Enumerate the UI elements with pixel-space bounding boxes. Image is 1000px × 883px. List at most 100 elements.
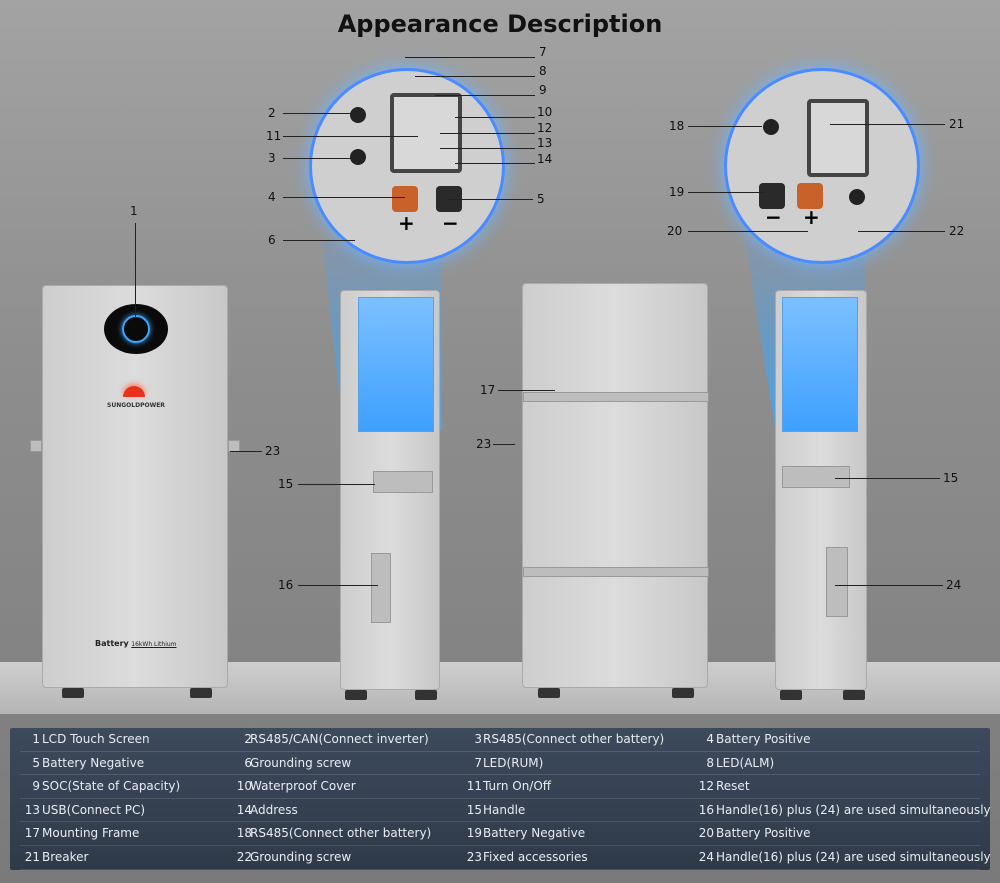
sun-logo-icon — [123, 386, 145, 397]
battery-positive-terminal[interactable] — [392, 186, 418, 212]
foot — [672, 688, 694, 698]
battery-positive-terminal[interactable] — [797, 183, 823, 209]
legend-label: RS485/CAN(Connect inverter) — [250, 732, 429, 746]
callout-1: 1 — [130, 204, 138, 218]
side-panel — [358, 297, 434, 432]
legend-number: 13 — [24, 802, 40, 817]
callout-line — [498, 390, 555, 391]
legend-label: RS485(Connect other battery) — [483, 732, 665, 746]
page-title: Appearance Description — [337, 10, 663, 38]
foot — [62, 688, 84, 698]
callout-8: 8 — [539, 64, 547, 78]
legend-label: Reset — [716, 779, 750, 794]
brand-logo: SUNGOLDPOWER — [107, 402, 165, 409]
callout-line — [688, 231, 808, 232]
callout-13: 13 — [537, 136, 553, 150]
callout-12: 12 — [537, 121, 553, 135]
foot — [190, 688, 212, 698]
legend-label: Waterproof Cover — [250, 779, 356, 794]
rs485-port[interactable] — [763, 119, 779, 135]
handle-15[interactable] — [782, 466, 850, 488]
mounting-frame-lower — [523, 567, 709, 577]
legend-number: 3 — [474, 732, 482, 746]
legend-label: Battery Negative — [42, 755, 145, 770]
minus-sign: − — [765, 205, 782, 229]
callout-15-left: 15 — [278, 477, 294, 491]
legend-label: Handle(16) plus (24) are used simultaneo… — [716, 850, 991, 864]
callout-22: 22 — [949, 224, 965, 238]
legend-number: 16 — [698, 802, 714, 817]
legend-number: 17 — [24, 826, 40, 841]
handle-15[interactable] — [373, 471, 433, 493]
legend-label: LED(ALM) — [716, 755, 775, 770]
legend-label: Address — [250, 802, 298, 817]
callout-line — [298, 585, 378, 586]
legend-number: 12 — [698, 779, 714, 794]
callout-line — [835, 585, 943, 586]
legend-label: Breaker — [42, 850, 89, 864]
callout-line — [405, 57, 535, 58]
legend-number: 2 — [244, 732, 252, 746]
callout-line — [298, 484, 375, 485]
breaker[interactable] — [807, 99, 869, 177]
legend-label: Handle — [483, 802, 526, 817]
callout-19: 19 — [669, 185, 685, 199]
zoom-detail-left: + − — [309, 68, 505, 264]
callout-line — [440, 148, 535, 149]
callout-line — [858, 231, 945, 232]
callout-line — [283, 197, 405, 198]
reset-port — [849, 189, 865, 205]
callout-line — [435, 95, 535, 96]
legend-label: Battery Positive — [716, 732, 811, 746]
zoom-detail-right: − + — [724, 68, 920, 264]
legend-number: 10 — [236, 779, 252, 794]
battery-right-side-view — [775, 290, 867, 690]
legend-label: Turn On/Off — [483, 779, 552, 794]
legend-number: 14 — [236, 802, 252, 817]
callout-20: 20 — [667, 224, 683, 238]
legend-label: Handle(16) plus (24) are used simultaneo… — [716, 802, 991, 817]
legend-label: USB(Connect PC) — [42, 802, 146, 817]
legend-number: 5 — [32, 755, 40, 770]
handle-24[interactable] — [826, 547, 848, 617]
callout-line — [283, 136, 418, 137]
product-label: Battery 16kWh Lithium — [95, 639, 177, 648]
callout-line — [455, 163, 535, 164]
legend-number: 22 — [236, 850, 252, 864]
legend-label: RS485(Connect other battery) — [250, 826, 432, 841]
plus-sign: + — [803, 205, 820, 229]
minus-sign: − — [442, 211, 459, 235]
foot — [843, 690, 865, 700]
mounting-frame — [523, 392, 709, 402]
legend-number: 15 — [466, 802, 482, 817]
callout-4: 4 — [268, 190, 276, 204]
plus-sign: + — [398, 211, 415, 235]
product-label-rest: 16kWh Lithium — [131, 641, 177, 648]
battery-front-view: SUNGOLDPOWER Battery 16kWh Lithium — [42, 285, 228, 688]
legend-number: 7 — [474, 755, 482, 770]
callout-24: 24 — [946, 578, 962, 592]
rs485-can-port[interactable] — [350, 107, 366, 123]
legend-label: LCD Touch Screen — [42, 732, 150, 746]
legend-number: 21 — [24, 850, 40, 864]
battery-negative-terminal[interactable] — [759, 183, 785, 209]
callout-3: 3 — [268, 151, 276, 165]
handle-16[interactable] — [371, 553, 391, 623]
callout-23-front: 23 — [265, 444, 281, 458]
legend-number: 4 — [706, 732, 714, 746]
legend-number: 9 — [32, 779, 40, 794]
rs485-port[interactable] — [350, 149, 366, 165]
fixed-accessory — [30, 440, 42, 452]
callout-7: 7 — [539, 45, 547, 59]
callout-line — [283, 240, 355, 241]
lcd-touch-screen[interactable] — [104, 304, 168, 354]
foot — [415, 690, 437, 700]
legend-label: Battery Positive — [716, 826, 811, 841]
legend-number: 24 — [698, 850, 714, 864]
legend-label: Grounding screw — [250, 755, 352, 770]
legend-label: Grounding screw — [250, 850, 352, 864]
callout-15-right: 15 — [943, 471, 959, 485]
